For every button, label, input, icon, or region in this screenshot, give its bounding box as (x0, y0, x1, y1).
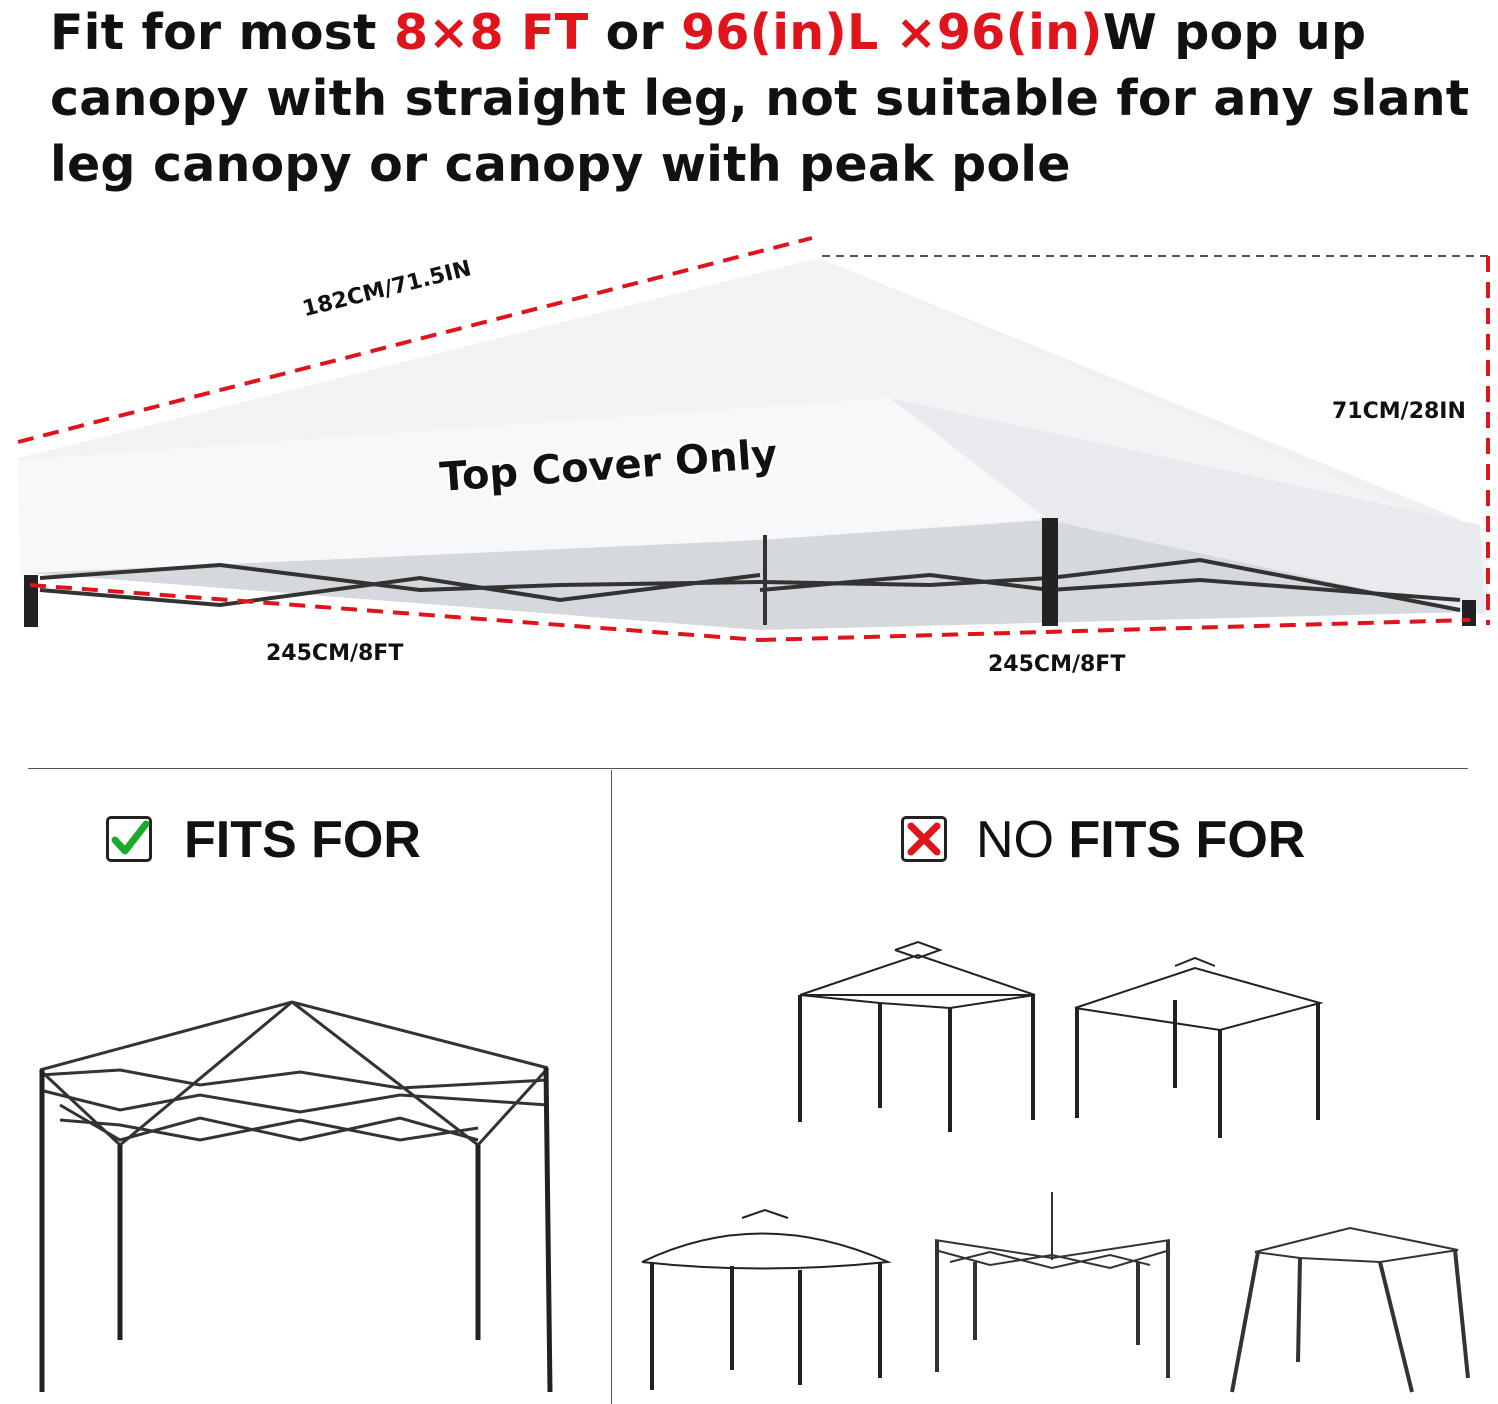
leg-left (24, 575, 38, 627)
size-in: 96(in)L ×96(in) (681, 4, 1103, 61)
headline-line-2: canopy with straight leg, not suitable f… (50, 70, 1470, 127)
gazebo-2 (1074, 956, 1324, 1138)
valance-side (890, 398, 1485, 615)
gazebo-4 (934, 1192, 1171, 1378)
headline-line-3: leg canopy or canopy with peak pole (50, 136, 1071, 193)
horizontal-divider (28, 768, 1468, 769)
gazebo-1 (798, 940, 1036, 1132)
height-dimension-label: 71CM/28IN (1332, 399, 1466, 424)
check-icon (111, 820, 150, 855)
x-box (901, 816, 947, 862)
front-width-label: 245CM/8FT (266, 641, 404, 666)
gazebo-3 (641, 1208, 892, 1390)
fits-canopy-frame (38, 1000, 550, 1147)
headline-line-1: Fit for most 8×8 FT or 96(in)L ×96(in)W … (50, 4, 1367, 61)
dim-line-front (29, 583, 761, 642)
x-icon (907, 822, 941, 856)
dim-line-side (759, 618, 1471, 642)
fits-for-heading: FITS FOR (184, 811, 421, 869)
valance-front (18, 398, 1048, 575)
vertical-divider (611, 770, 612, 1404)
dim-line-slope (17, 236, 813, 444)
check-box (106, 816, 152, 862)
size-ft: 8×8 FT (393, 4, 589, 61)
headline: Fit for most 8×8 FT or 96(in)L ×96(in)W … (50, 0, 1470, 198)
leg-middle (1042, 518, 1058, 626)
side-width-label: 245CM/8FT (988, 652, 1126, 677)
gazebo-5 (1230, 1226, 1470, 1393)
no-fits-for-heading: NO FITS FOR (976, 811, 1306, 869)
fits-canopy-legs (39, 1067, 553, 1393)
